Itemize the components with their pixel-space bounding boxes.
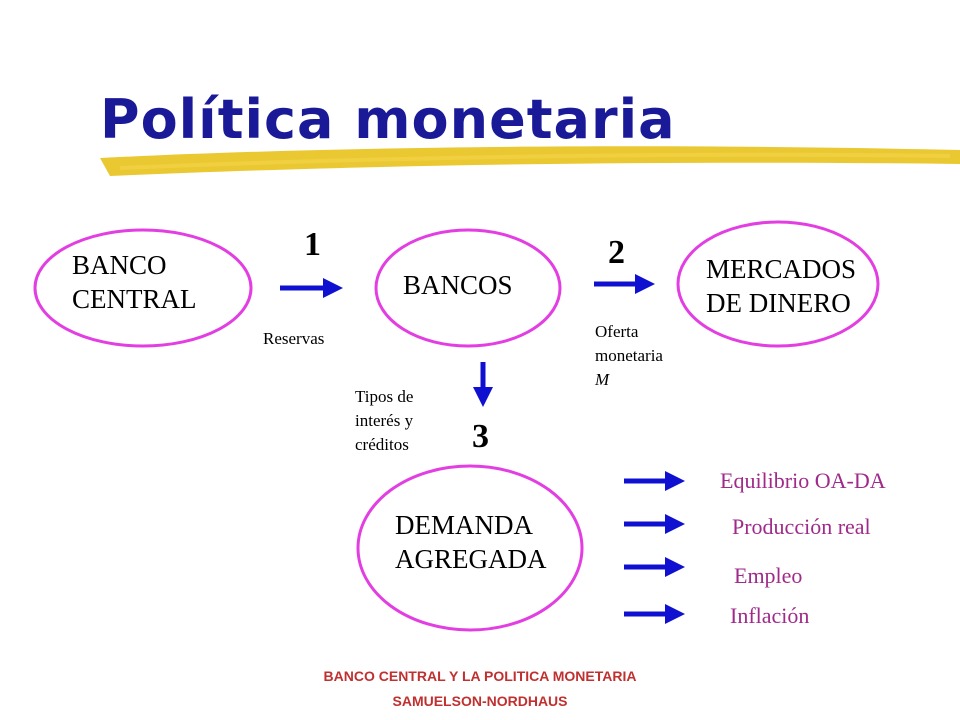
footer-line-2: SAMUELSON-NORDHAUS bbox=[392, 693, 568, 709]
footer-line-1: BANCO CENTRAL Y LA POLITICA MONETARIA bbox=[323, 668, 637, 684]
bancos-label: BANCOS bbox=[403, 270, 513, 300]
effect-produccion: Producción real bbox=[732, 514, 871, 539]
banco-central-label: BANCO CENTRAL bbox=[72, 250, 197, 314]
tipos-label: Tipos de interés y créditos bbox=[355, 387, 414, 454]
effect-inflacion: Inflación bbox=[730, 603, 810, 628]
effect-empleo: Empleo bbox=[734, 563, 803, 588]
oferta-label: Oferta monetaria M bbox=[595, 322, 663, 389]
step-number-3: 3 bbox=[472, 418, 489, 455]
effect-equilibrio: Equilibrio OA-DA bbox=[720, 468, 886, 493]
reservas-label: Reservas bbox=[263, 329, 325, 348]
mercados-ellipse bbox=[676, 220, 880, 348]
title-highlight-stroke bbox=[100, 146, 960, 176]
bancos-ellipse bbox=[374, 228, 562, 348]
demanda-label: DEMANDA AGREGADA bbox=[395, 510, 547, 574]
demanda-ellipse bbox=[356, 464, 584, 632]
step-number-2: 2 bbox=[608, 234, 625, 271]
banco-central-ellipse bbox=[33, 228, 253, 348]
page-title: Política monetaria bbox=[100, 88, 676, 151]
step-number-1: 1 bbox=[304, 226, 321, 263]
mercados-label: MERCADOS DE DINERO bbox=[706, 254, 857, 318]
